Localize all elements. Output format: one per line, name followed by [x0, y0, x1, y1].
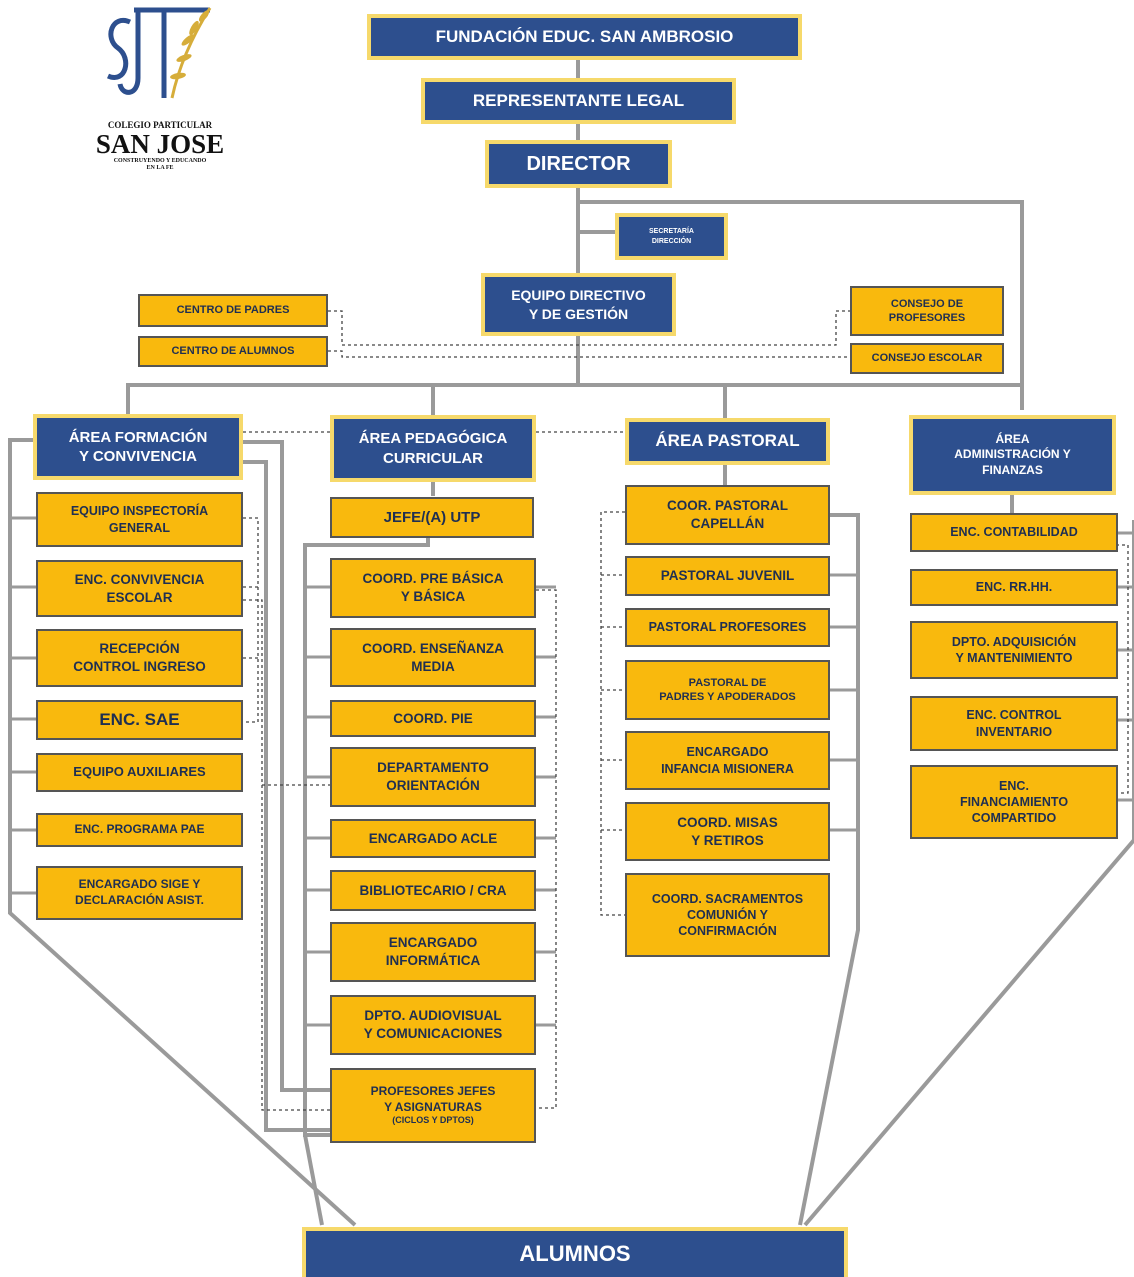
box-centro-alumnos: CENTRO DE ALUMNOS — [138, 336, 328, 367]
profesores-jefes-label: PROFESORES JEFES Y ASIGNATURAS — [370, 1084, 496, 1114]
dashed-connectors — [243, 310, 1129, 1111]
box-jefe-utp: JEFE/(A) UTP — [330, 497, 534, 538]
area-pastoral-title: ÁREA PASTORAL — [625, 418, 830, 465]
formacion-item: EQUIPO AUXILIARES — [36, 753, 243, 792]
logo-school-name: SAN JOSE — [95, 129, 225, 159]
olive-branch-icon — [170, 7, 212, 99]
box-consejo-escolar: CONSEJO ESCOLAR — [850, 343, 1004, 374]
pedagogica-item: DPTO. AUDIOVISUAL Y COMUNICACIONES — [330, 995, 536, 1055]
formacion-item: ENC. CONVIVENCIA ESCOLAR — [36, 560, 243, 617]
pedagogica-item: ENCARGADO ACLE — [330, 819, 536, 858]
pedagogica-item: ENCARGADO INFORMÁTICA — [330, 922, 536, 982]
pedagogica-item: COORD. PIE — [330, 700, 536, 737]
administracion-item: ENC. FINANCIAMIENTO COMPARTIDO — [910, 765, 1118, 839]
box-centro-padres: CENTRO DE PADRES — [138, 294, 328, 327]
pastoral-item: ENCARGADO INFANCIA MISIONERA — [625, 731, 830, 790]
sj-monogram — [106, 7, 210, 98]
pastoral-item: PASTORAL DE PADRES Y APODERADOS — [625, 660, 830, 720]
logo-line3: CONSTRUYENDO Y EDUCANDO — [113, 158, 207, 164]
ciclos-label: (CICLOS Y DPTOS) — [392, 1115, 474, 1126]
box-equipo-directivo: EQUIPO DIRECTIVO Y DE GESTIÓN — [481, 273, 676, 336]
pedagogica-item: COORD. ENSEÑANZA MEDIA — [330, 628, 536, 687]
school-logo — [106, 7, 212, 99]
pastoral-item: COORD. MISAS Y RETIROS — [625, 802, 830, 861]
administracion-item: ENC. CONTABILIDAD — [910, 513, 1118, 552]
administracion-item: DPTO. ADQUISICIÓN Y MANTENIMIENTO — [910, 621, 1118, 679]
area-pedagogica-title: ÁREA PEDAGÓGICA CURRICULAR — [330, 415, 536, 482]
pedagogica-item: COORD. PRE BÁSICA Y BÁSICA — [330, 558, 536, 618]
pedagogica-item: DEPARTAMENTO ORIENTACIÓN — [330, 747, 536, 807]
pastoral-item: COOR. PASTORAL CAPELLÁN — [625, 485, 830, 545]
pedagogica-item: BIBLIOTECARIO / CRA — [330, 870, 536, 911]
area-formacion-title: ÁREA FORMACIÓN Y CONVIVENCIA — [33, 414, 243, 480]
logo-line1: COLEGIO PARTICULAR — [107, 120, 213, 130]
solid-connectors — [8, 58, 1134, 1227]
box-representante-legal: REPRESENTANTE LEGAL — [421, 78, 736, 124]
box-consejo-profesores: CONSEJO DE PROFESORES — [850, 286, 1004, 336]
box-alumnos: ALUMNOS — [302, 1227, 848, 1277]
formacion-item: ENCARGADO SIGE Y DECLARACIÓN ASIST. — [36, 866, 243, 920]
area-administracion-title: ÁREA ADMINISTRACIÓN Y FINANZAS — [909, 415, 1116, 495]
formacion-item: RECEPCIÓN CONTROL INGRESO — [36, 629, 243, 687]
box-fundacion: FUNDACIÓN EDUC. SAN AMBROSIO — [367, 14, 802, 60]
logo-line4: EN LA FE — [146, 165, 174, 171]
administracion-item: ENC. RR.HH. — [910, 569, 1118, 606]
box-director: DIRECTOR — [485, 140, 672, 188]
formacion-item: ENC. SAE — [36, 700, 243, 740]
pastoral-item: COORD. SACRAMENTOS COMUNIÓN Y CONFIRMACI… — [625, 873, 830, 957]
box-profesores-jefes: PROFESORES JEFES Y ASIGNATURAS (CICLOS Y… — [330, 1068, 536, 1143]
formacion-item: ENC. PROGRAMA PAE — [36, 813, 243, 847]
pastoral-item: PASTORAL PROFESORES — [625, 608, 830, 647]
box-secretaria: SECRETARÍA DIRECCIÓN — [615, 213, 728, 260]
pastoral-item: PASTORAL JUVENIL — [625, 556, 830, 596]
branch-ticks — [10, 516, 1134, 1027]
formacion-item: EQUIPO INSPECTORÍA GENERAL — [36, 492, 243, 547]
administracion-item: ENC. CONTROL INVENTARIO — [910, 696, 1118, 751]
